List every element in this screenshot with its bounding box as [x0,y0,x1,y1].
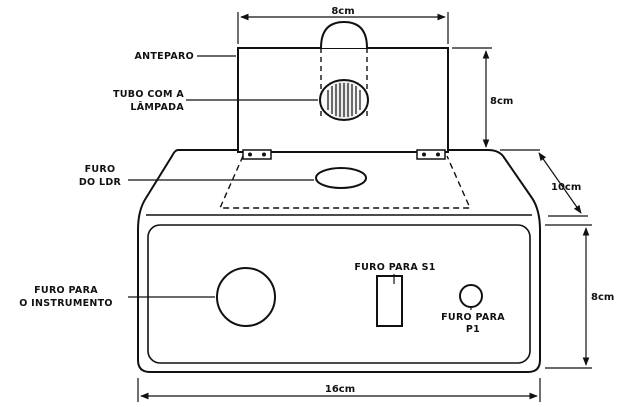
label-furo-p1-line1: FURO PARA [441,312,505,323]
label-tubo-line2: LÂMPADA [130,101,184,113]
label-furo-ldr-line2: DO LDR [79,177,122,188]
label-furo-instr-line1: FURO PARA [34,285,98,296]
switch-s1-slot [376,275,403,327]
dimension-lines [137,12,592,402]
label-anteparo: ANTEPARO [134,51,194,62]
dim-box-width-label: 16cm [325,384,355,395]
potentiometer-p1-hole [459,284,483,308]
lamp-icon [327,83,361,117]
dim-box-depth [538,152,582,214]
dim-screen-width-label: 8cm [331,6,354,17]
leader-lines [128,55,472,310]
screen-anteparo [237,20,449,160]
dim-screen-height-label: 8cm [490,96,513,107]
ldr-hole [315,167,367,189]
tube-dashed-sides [320,48,368,120]
tube-top-dome [320,20,368,49]
box-body [137,149,541,373]
label-furo-p1-line2: P1 [466,324,480,335]
hinge-right-icon [416,149,446,160]
hinge-left-icon [242,149,272,160]
dim-box-depth-label: 10cm [551,182,581,193]
label-furo-ldr-line1: FURO [85,164,116,175]
box-outline [137,149,541,373]
instrument-hole [216,267,276,327]
dim-box-height-label: 8cm [591,292,614,303]
label-tubo-line1: TUBO COM A [113,89,184,100]
front-panel [147,224,531,364]
label-furo-instr-line2: O INSTRUMENTO [19,298,113,309]
ldr-chamber-dashed [218,155,472,209]
label-furo-s1: FURO PARA S1 [354,262,435,273]
